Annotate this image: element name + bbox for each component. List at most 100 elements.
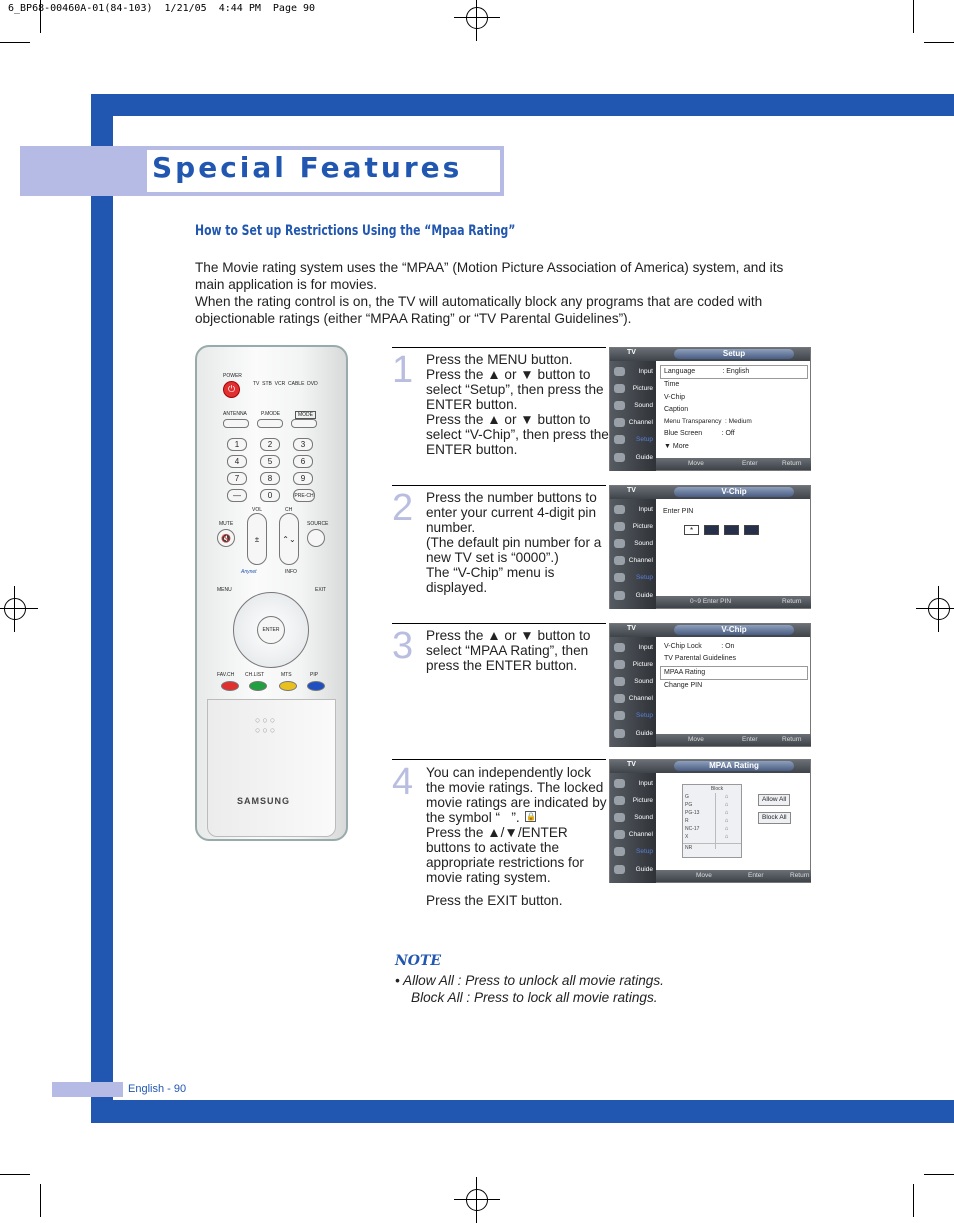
digit-button: 6 — [293, 455, 313, 468]
osd-sidebar-sound: Sound — [610, 535, 656, 552]
osd-sidebar: Input Picture Sound Channel Setup Guide — [610, 499, 656, 609]
digit-button: 4 — [227, 455, 247, 468]
osd-menu-row: TV Parental Guidelines — [664, 655, 736, 663]
osd-pin-area: Enter PIN * — [660, 503, 808, 535]
antenna-button-icon — [223, 419, 249, 428]
osd-menu-row: Change PIN — [664, 681, 703, 689]
osd-menu-row: Caption — [664, 405, 689, 413]
osd-sidebar-input: Input — [610, 639, 656, 656]
osd-menu-row: V-Chip — [664, 393, 686, 401]
digit-button: 7 — [227, 472, 247, 485]
mpaa-rating-row: NC-17 — [685, 826, 700, 832]
mpaa-block-header: Block — [710, 786, 724, 792]
osd-sidebar-sound: Sound — [610, 397, 656, 414]
lock-symbol-icon: 🔒 — [525, 811, 536, 822]
mute-label: MUTE — [219, 521, 234, 527]
osd-sidebar-picture: Picture — [610, 380, 656, 397]
osd-footer-enter: Enter — [742, 736, 758, 743]
block-all-button: Block All — [758, 812, 791, 824]
blue-button-icon — [307, 681, 325, 691]
registration-mark-icon — [916, 586, 954, 632]
osd-footer-enter: Enter — [742, 460, 758, 467]
red-button-icon — [221, 681, 239, 691]
pmode-button-icon — [257, 419, 283, 428]
power-button-icon: ⏻ — [223, 381, 240, 398]
osd-menu-row: Blue Screen : Off — [664, 430, 735, 438]
print-header: 6_BP68-00460A-01(84-103) 1/21/05 4:44 PM… — [8, 3, 316, 14]
crop-mark — [40, 1184, 41, 1217]
osd-footer-return: Return — [782, 598, 802, 605]
mpaa-rating-row: PG — [685, 802, 693, 808]
crop-mark — [924, 42, 954, 43]
digit-button: 9 — [293, 472, 313, 485]
osd-sidebar: Input Picture Sound Channel Setup Guide — [610, 637, 656, 747]
intro-paragraph-2: When the rating control is on, the TV wi… — [195, 294, 763, 326]
digit-button: 5 — [260, 455, 280, 468]
source-label: SOURCE — [307, 521, 329, 527]
osd-footer: Move Enter Return — [656, 458, 811, 470]
footer-tab — [52, 1082, 123, 1097]
mpaa-rating-row: NR — [683, 843, 741, 852]
vol-label: VOL — [252, 507, 263, 513]
step-1-text: Press the MENU button. Press the ▲ or ▼ … — [426, 352, 609, 457]
pin-digit-box — [744, 525, 759, 535]
frame-top-bar — [91, 94, 954, 116]
note-line-1: • Allow All : Press to unlock all movie … — [395, 973, 664, 988]
osd-sidebar: Input Picture Sound Channel Setup Guide — [610, 361, 656, 471]
osd-footer-enter: Enter — [748, 872, 764, 879]
frame-bottom-bar — [91, 1100, 954, 1123]
osd-footer-return: Return — [790, 872, 810, 879]
registration-mark-icon — [0, 586, 38, 632]
osd-sidebar-sound: Sound — [610, 673, 656, 690]
osd-sidebar-channel: Channel — [610, 414, 656, 431]
osd-sidebar-setup: Setup — [610, 431, 656, 448]
remote-control-illustration: POWER ⏻ TV STB VCR CABLE DVD ANTENNA P.M… — [195, 345, 348, 841]
step-divider — [392, 623, 606, 624]
step-number: 4 — [392, 761, 414, 803]
osd-footer-enter-pin: 0~9 Enter PIN — [690, 598, 732, 605]
intro-paragraph-1: The Movie rating system uses the “MPAA” … — [195, 260, 784, 292]
pmode-label: P.MODE — [261, 411, 281, 417]
mode-label: MODE — [295, 411, 316, 419]
osd-menu-row-selected: MPAA Rating — [660, 665, 808, 680]
section-heading: How to Set up Restrictions Using the “Mp… — [195, 223, 516, 239]
step-divider — [392, 347, 606, 348]
osd-sidebar-picture: Picture — [610, 656, 656, 673]
led-dots-icon: ○○○○○○ — [255, 715, 278, 735]
volume-rocker-icon: ± — [247, 513, 267, 565]
pin-digit-box — [724, 525, 739, 535]
osd-menu-row: Language : English — [660, 365, 808, 380]
osd-sidebar-guide: Guide — [610, 449, 656, 466]
color-button-label: MTS — [281, 672, 292, 678]
note-title: NOTE — [395, 953, 442, 969]
note-text: • Allow All : Press to unlock all movie … — [395, 972, 664, 1006]
mute-button-icon: 🔇 — [217, 529, 235, 547]
osd-footer-return: Return — [782, 460, 802, 467]
osd-vchip-pin-screen: TV V-Chip Input Picture Sound Channel Se… — [609, 485, 811, 609]
step-4-exit-text: Press the EXIT button. — [426, 893, 563, 908]
mpaa-rating-row: X — [685, 834, 689, 840]
osd-sidebar-channel: Channel — [610, 552, 656, 569]
osd-footer: 0~9 Enter PIN Return — [656, 596, 811, 608]
step-number: 3 — [392, 625, 414, 667]
osd-vchip-menu-screen: TV V-Chip Input Picture Sound Channel Se… — [609, 623, 811, 747]
color-button-label: CH.LIST — [245, 672, 265, 678]
osd-tv-label: TV — [627, 487, 636, 494]
step-4-text: You can independently lock the movie rat… — [426, 765, 607, 885]
osd-sidebar-channel: Channel — [610, 690, 656, 707]
anynet-label: Anynet — [241, 569, 257, 575]
mpaa-rating-table: Block G PG PG-13 R NC-17 X NR ⌂⌂⌂⌂⌂⌂ — [682, 784, 742, 858]
digit-button: 0 — [260, 489, 280, 502]
osd-footer: Move Enter Return — [656, 734, 811, 746]
osd-sidebar-guide: Guide — [610, 587, 656, 604]
step-number: 2 — [392, 487, 414, 529]
source-button-icon — [307, 529, 325, 547]
osd-menu-row: ▼ More — [664, 442, 689, 450]
step-3-text: Press the ▲ or ▼ button to select “MPAA … — [426, 628, 591, 673]
osd-mpaa-rating-screen: TV MPAA Rating Input Picture Sound Chann… — [609, 759, 811, 883]
crop-mark — [913, 1184, 914, 1217]
ch-label: CH — [285, 507, 293, 513]
remote-lower-panel — [207, 699, 336, 837]
color-button-label: FAV.CH — [217, 672, 235, 678]
info-label: INFO — [285, 569, 297, 575]
